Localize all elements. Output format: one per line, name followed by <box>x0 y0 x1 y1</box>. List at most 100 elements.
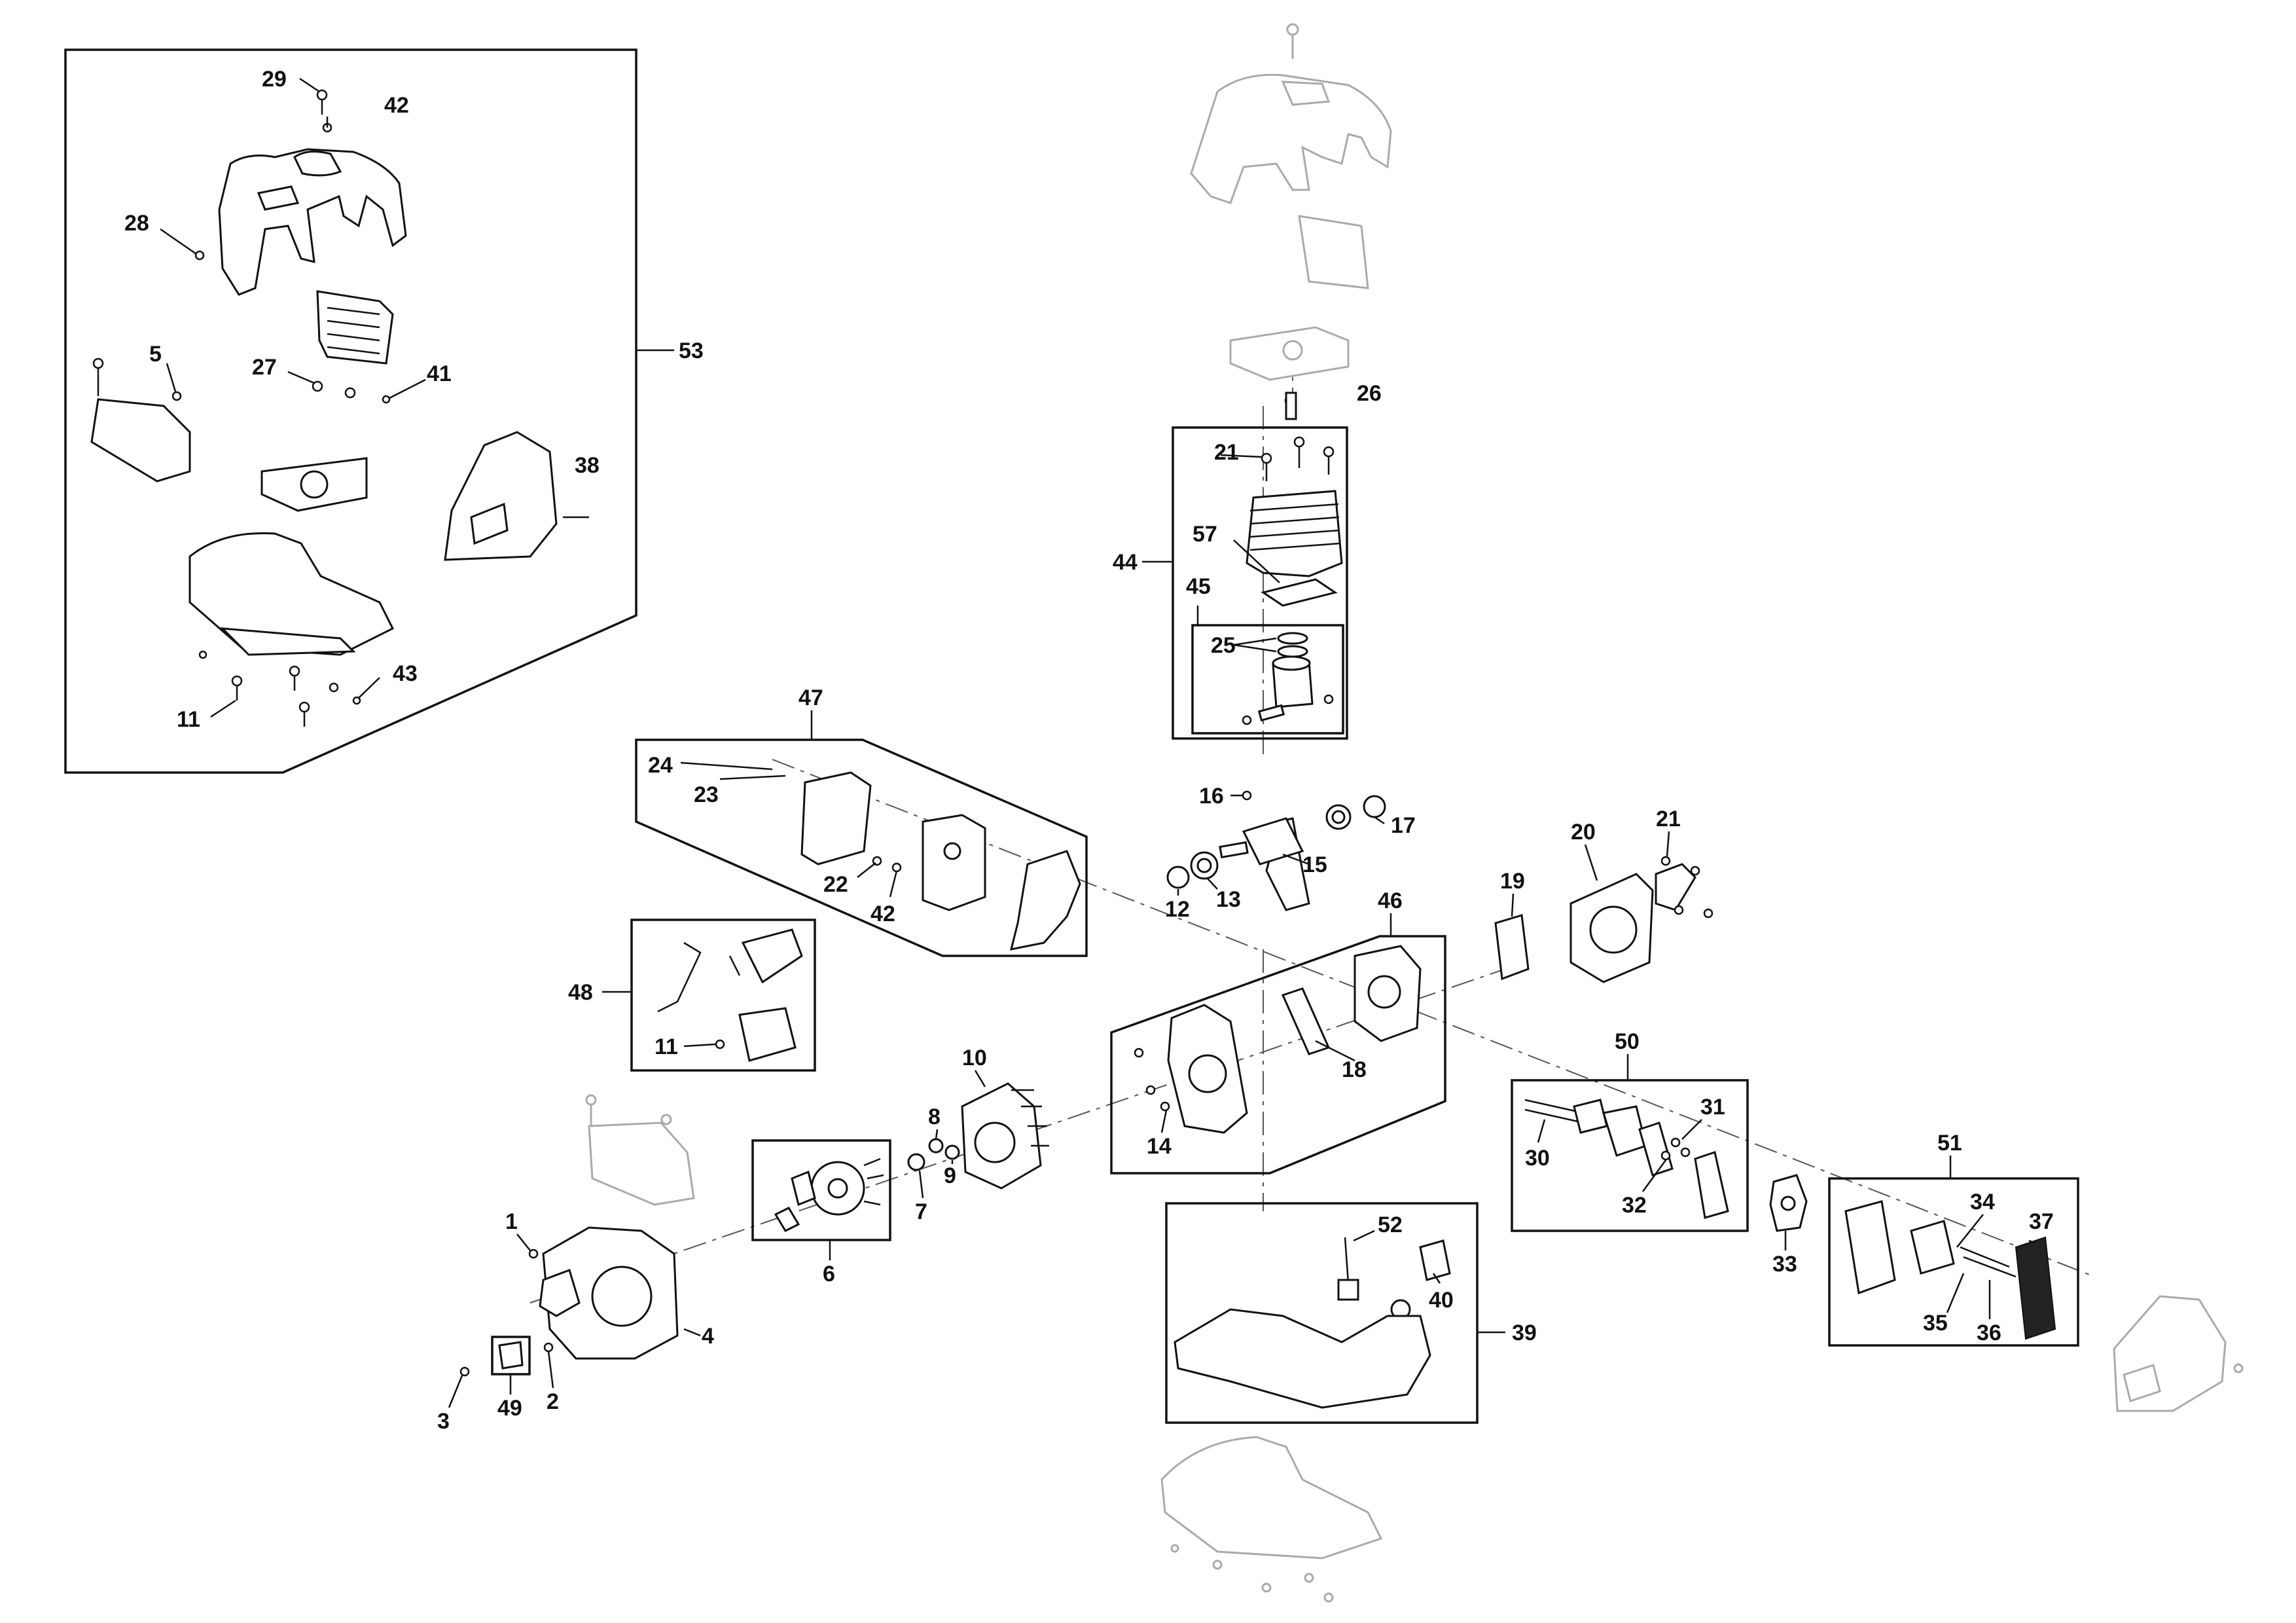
muffler-shield <box>800 771 872 866</box>
callout-36: 36 <box>1977 1321 2001 1345</box>
group-47-muffler <box>635 710 1088 957</box>
callout-labels: 29 42 28 5 27 41 53 38 43 11 26 21 44 57… <box>124 67 2054 1434</box>
throttle-lock <box>498 1341 524 1370</box>
bolt-2 <box>543 1342 554 1353</box>
callout-42: 42 <box>384 93 409 118</box>
drive-shaft-adapter <box>539 1269 581 1317</box>
carb-gasket <box>1573 1099 1608 1134</box>
nut-7 <box>907 1153 925 1171</box>
callout-48: 48 <box>568 980 593 1005</box>
callout-15: 15 <box>1302 852 1327 877</box>
callout-6: 6 <box>823 1262 835 1286</box>
callout-57: 57 <box>1193 522 1217 547</box>
screw-28 <box>194 250 205 261</box>
washer-8 <box>928 1138 944 1154</box>
callout-35: 35 <box>1923 1311 1948 1336</box>
callout-13: 13 <box>1216 887 1241 912</box>
screw-27 <box>312 380 323 392</box>
ghost-filter-cover <box>2113 1295 2244 1412</box>
callout-42-muffler: 42 <box>870 902 895 926</box>
callout-47: 47 <box>798 685 823 710</box>
group-48-ignition <box>602 919 816 1072</box>
screw-5b <box>171 391 182 401</box>
callout-50: 50 <box>1615 1029 1640 1054</box>
screw-27b <box>344 387 356 399</box>
group-6-clutch <box>751 1139 891 1260</box>
cylinder-gasket <box>1261 578 1338 607</box>
callout-16: 16 <box>1199 784 1224 809</box>
callout-12: 12 <box>1165 897 1190 922</box>
clutch-housing-assembly <box>448 1094 701 1408</box>
fuel-line <box>1344 1237 1350 1284</box>
callout-20: 20 <box>1571 820 1596 845</box>
callout-34: 34 <box>1970 1190 1995 1214</box>
intake-spacer <box>1494 914 1530 981</box>
callout-1: 1 <box>505 1209 518 1234</box>
callout-44: 44 <box>1113 550 1138 575</box>
callout-4: 4 <box>702 1324 714 1349</box>
group-51-air-filter <box>1828 1156 2079 1347</box>
callout-19: 19 <box>1500 869 1525 894</box>
callout-7: 7 <box>915 1199 927 1224</box>
group-39-fuel-tank <box>1165 1202 1505 1424</box>
callout-11-ignition: 11 <box>655 1034 678 1059</box>
callout-43: 43 <box>393 661 418 686</box>
callout-37: 37 <box>2029 1209 2054 1234</box>
seal-12 <box>1166 866 1190 889</box>
starter-handle <box>1655 863 1696 911</box>
callout-18: 18 <box>1342 1057 1367 1082</box>
seal-17 <box>1363 795 1386 818</box>
callout-39: 39 <box>1512 1321 1537 1345</box>
callout-14: 14 <box>1147 1134 1172 1159</box>
callout-3: 3 <box>437 1409 450 1434</box>
group-44-cylinder <box>1142 426 1348 740</box>
callout-2: 2 <box>547 1389 559 1414</box>
callout-26: 26 <box>1357 381 1382 406</box>
crankshaft-assembly <box>1166 790 1386 911</box>
callout-41: 41 <box>427 361 452 386</box>
assembly-centerlines <box>529 347 2095 1304</box>
group-50-carburetor-kit <box>1511 1054 1749 1232</box>
ignition-coil <box>738 1007 797 1062</box>
callout-38: 38 <box>575 453 600 478</box>
nut-9 <box>944 1144 960 1160</box>
callout-10: 10 <box>962 1046 987 1070</box>
starter-assembly <box>1494 831 1713 983</box>
top-cover <box>218 148 407 296</box>
flywheel-assembly <box>907 1070 1049 1199</box>
air-grille <box>316 290 394 365</box>
filter-plate <box>1910 1220 1955 1275</box>
callout-21-top: 21 <box>1214 440 1239 465</box>
spark-plug-cap <box>741 928 803 984</box>
bolt-3 <box>459 1366 470 1377</box>
callout-29: 29 <box>262 67 287 92</box>
fuel-cap <box>1419 1239 1451 1281</box>
callout-49: 49 <box>497 1396 522 1421</box>
ghost-bottom-tray <box>1160 1436 1383 1603</box>
callout-53: 53 <box>679 338 704 363</box>
callout-27: 27 <box>252 355 277 380</box>
fuel-tank <box>1174 1308 1431 1409</box>
ignition-wire-2 <box>728 955 741 976</box>
callout-32: 32 <box>1622 1193 1647 1218</box>
carb-gasket-2 <box>1694 1151 1729 1219</box>
callout-24: 24 <box>648 753 673 778</box>
callout-45: 45 <box>1186 574 1211 599</box>
muffler-bracket <box>1009 850 1081 951</box>
filter-element <box>2015 1236 2056 1340</box>
side-shroud <box>90 398 191 483</box>
callout-40: 40 <box>1429 1288 1454 1313</box>
callout-17: 17 <box>1391 813 1416 838</box>
callout-28: 28 <box>124 211 149 236</box>
callout-9: 9 <box>944 1163 956 1188</box>
callout-22: 22 <box>823 872 848 897</box>
screw-41 <box>382 395 391 404</box>
group-53-covers <box>64 48 674 774</box>
bolt-1 <box>528 1249 539 1259</box>
callout-52: 52 <box>1378 1213 1403 1237</box>
starter-cover <box>444 431 558 561</box>
ghost-upper-assembly <box>1190 23 1392 420</box>
carburetor <box>1769 1174 1808 1250</box>
callout-51: 51 <box>1937 1131 1962 1156</box>
